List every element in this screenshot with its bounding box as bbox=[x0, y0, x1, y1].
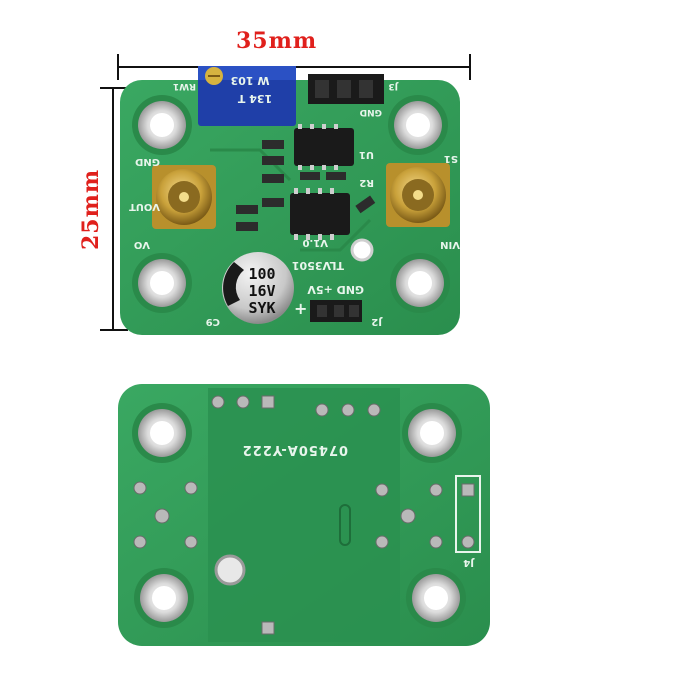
silk-s1: S1 bbox=[444, 153, 458, 164]
silk-gnd-5v: GND +5V bbox=[307, 283, 364, 296]
mounting-hole bbox=[390, 253, 450, 313]
via-hole bbox=[214, 554, 246, 586]
silk-vout: VOUT bbox=[129, 201, 160, 212]
mounting-hole bbox=[132, 95, 192, 155]
height-dimension-line bbox=[100, 87, 128, 331]
ic-chip-u1 bbox=[294, 124, 354, 170]
sma-connector-left bbox=[152, 165, 216, 229]
silk-vo: VO bbox=[134, 239, 150, 250]
trimmer-potentiometer: W 103 134 T bbox=[198, 66, 296, 126]
mounting-hole bbox=[388, 95, 448, 155]
silk-gnd-top: GND bbox=[360, 107, 382, 117]
mounting-hole bbox=[132, 253, 192, 313]
silk-part-number: 07450A-Y222 bbox=[242, 442, 348, 457]
silk-version: V1.0 bbox=[303, 237, 328, 248]
solder-joints bbox=[133, 395, 475, 635]
sma-connector-right bbox=[386, 163, 450, 227]
mounting-hole bbox=[406, 568, 466, 628]
mounting-hole bbox=[132, 403, 192, 463]
cap-text-2: 16V bbox=[248, 282, 275, 300]
mounting-hole bbox=[134, 568, 194, 628]
silk-j4: J4 bbox=[463, 557, 475, 568]
silk-chip-name: TLV3501 bbox=[292, 259, 344, 272]
via-hole bbox=[350, 238, 374, 262]
cap-text-1: 100 bbox=[248, 265, 275, 283]
silk-gnd-left: GND bbox=[135, 156, 160, 167]
width-dimension-label: 35mm bbox=[236, 28, 318, 54]
bottom-pcb-board: 07450A-Y222 bbox=[118, 384, 490, 646]
ic-chip-u2 bbox=[290, 188, 350, 240]
silk-j2: J2 bbox=[371, 316, 383, 327]
electrolytic-capacitor: 100 16V SYK bbox=[222, 252, 294, 324]
silk-plus: + bbox=[294, 299, 307, 318]
pot-text-1: W 103 bbox=[231, 74, 270, 87]
j4-outline bbox=[455, 475, 481, 553]
silk-vin: VIN bbox=[440, 239, 460, 250]
silk-u1: U1 bbox=[359, 149, 374, 160]
silk-j3: J3 bbox=[388, 81, 399, 91]
jumper-header-j2 bbox=[310, 300, 362, 322]
jumper-header-j3 bbox=[308, 74, 384, 104]
smd-components bbox=[236, 140, 376, 231]
top-pcb-board: W 103 134 T bbox=[120, 66, 460, 335]
slot-outline bbox=[339, 504, 351, 546]
silk-rw1: RW1 bbox=[173, 81, 196, 91]
silk-c9: C9 bbox=[206, 316, 220, 327]
mounting-hole bbox=[402, 403, 462, 463]
pot-text-2: 134 T bbox=[237, 92, 272, 105]
silk-r2: R2 bbox=[359, 177, 374, 188]
cap-text-3: SYK bbox=[248, 299, 275, 317]
